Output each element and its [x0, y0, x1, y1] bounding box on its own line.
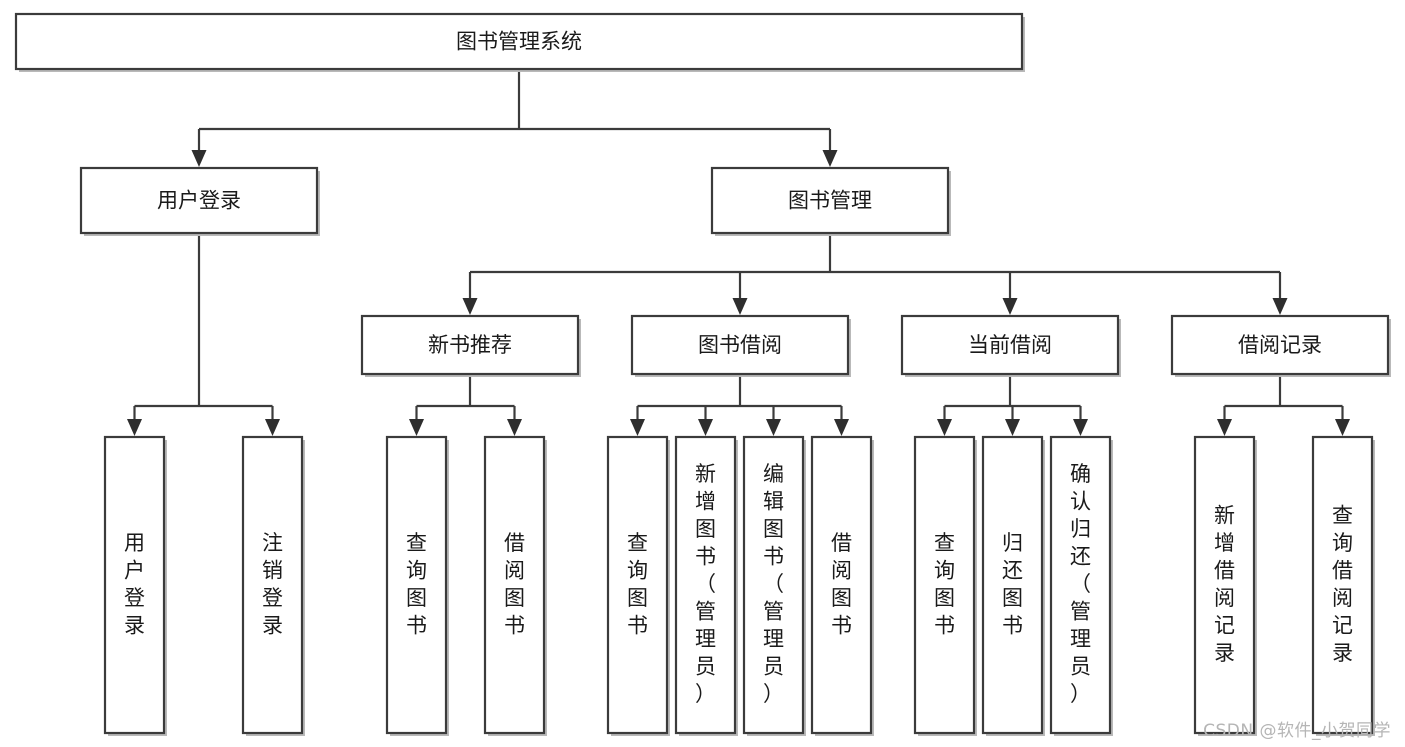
node-borrow-record[interactable]: 借阅记录 — [1170, 314, 1391, 377]
node-label: 用户登录 — [124, 531, 145, 638]
node-root[interactable]: 图书管理系统 — [14, 12, 1025, 72]
node-l-add-book[interactable]: 新增图书（管理员） — [674, 435, 738, 736]
arrow-head-icon — [1073, 419, 1088, 436]
node-label: 图书借阅 — [698, 333, 782, 357]
node-l-edit-book[interactable]: 编辑图书（管理员） — [742, 435, 806, 736]
node-book-manage[interactable]: 图书管理 — [710, 166, 951, 236]
node-label: 借阅图书 — [831, 531, 852, 638]
node-leaf-user-logout[interactable]: 注销登录 — [241, 435, 305, 736]
arrow-head-icon — [698, 419, 713, 436]
node-label: 查询图书 — [627, 531, 648, 638]
node-l-confirm-return[interactable]: 确认归还（管理员） — [1049, 435, 1113, 736]
arrow-head-icon — [191, 150, 207, 167]
node-l-query-book-1[interactable]: 查询图书 — [385, 435, 449, 736]
node-label: 当前借阅 — [968, 333, 1052, 357]
connector-group-root — [191, 69, 838, 167]
connector-group-user-login — [127, 233, 280, 436]
node-label: 用户登录 — [157, 189, 241, 213]
arrow-head-icon — [127, 419, 142, 436]
node-label: 注销登录 — [262, 531, 283, 638]
node-label: 图书管理 — [788, 189, 872, 213]
node-label: 查询借阅记录 — [1332, 503, 1353, 665]
connector-layer — [127, 69, 1350, 436]
arrow-head-icon — [1005, 419, 1020, 436]
arrow-head-icon — [766, 419, 781, 436]
arrow-head-icon — [507, 419, 522, 436]
node-label: 借阅记录 — [1238, 333, 1322, 357]
node-label: 新增借阅记录 — [1214, 503, 1235, 665]
arrow-head-icon — [409, 419, 424, 436]
node-label: 图书管理系统 — [456, 30, 582, 54]
node-label: 新书推荐 — [428, 333, 512, 357]
node-label: 新增图书（管理员） — [695, 462, 716, 706]
node-layer: 图书管理系统用户登录图书管理新书推荐图书借阅当前借阅借阅记录用户登录注销登录查询… — [14, 12, 1391, 736]
arrow-head-icon — [1002, 298, 1018, 315]
arrow-head-icon — [265, 419, 280, 436]
watermark-text: CSDN @软件_小贺同学 — [1203, 721, 1391, 741]
arrow-head-icon — [1217, 419, 1232, 436]
arrow-head-icon — [1272, 298, 1288, 315]
node-label: 查询图书 — [934, 531, 955, 638]
node-label: 查询图书 — [406, 531, 427, 638]
node-l-borrow-book-2[interactable]: 借阅图书 — [810, 435, 874, 736]
node-label: 编辑图书（管理员） — [763, 462, 784, 706]
node-l-borrow-book-1[interactable]: 借阅图书 — [483, 435, 547, 736]
connector-group-new-book-recommend — [409, 374, 522, 436]
connector-group-book-manage — [462, 233, 1288, 315]
node-label: 借阅图书 — [504, 531, 525, 638]
connector-group-book-borrow — [630, 374, 849, 436]
connector-group-borrow-record — [1217, 374, 1350, 436]
node-leaf-user-login[interactable]: 用户登录 — [103, 435, 167, 736]
arrow-head-icon — [462, 298, 478, 315]
node-l-add-record[interactable]: 新增借阅记录 — [1193, 435, 1257, 736]
node-label: 确认归还（管理员） — [1070, 462, 1091, 706]
arrow-head-icon — [1335, 419, 1350, 436]
node-l-return-book[interactable]: 归还图书 — [981, 435, 1045, 736]
node-book-borrow[interactable]: 图书借阅 — [630, 314, 851, 377]
arrow-head-icon — [822, 150, 838, 167]
arrow-head-icon — [937, 419, 952, 436]
node-l-query-book-3[interactable]: 查询图书 — [913, 435, 977, 736]
arrow-head-icon — [732, 298, 748, 315]
node-new-book-recommend[interactable]: 新书推荐 — [360, 314, 581, 377]
connector-group-current-borrow — [937, 374, 1088, 436]
arrow-head-icon — [630, 419, 645, 436]
node-l-query-record[interactable]: 查询借阅记录 — [1311, 435, 1375, 736]
node-l-query-book-2[interactable]: 查询图书 — [606, 435, 670, 736]
node-user-login[interactable]: 用户登录 — [79, 166, 320, 236]
node-label: 归还图书 — [1002, 531, 1023, 638]
node-current-borrow[interactable]: 当前借阅 — [900, 314, 1121, 377]
arrow-head-icon — [834, 419, 849, 436]
